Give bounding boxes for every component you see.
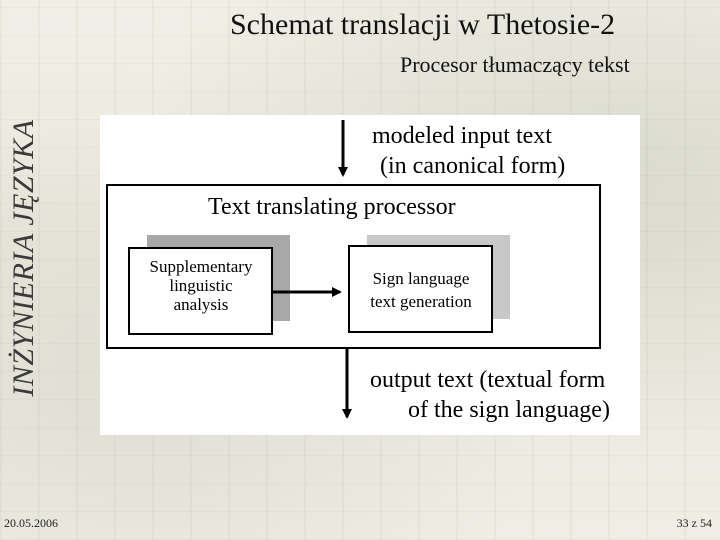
footer-date: 20.05.2006	[4, 516, 58, 530]
sign-label-line2: text generation	[370, 292, 472, 311]
diagram-graphics	[106, 120, 601, 419]
slide-title: Schemat translacji w Thetosie-2	[230, 8, 616, 41]
supp-label-line1: Supplementary	[149, 257, 253, 276]
output-label-line2: of the sign language)	[408, 397, 610, 423]
page-number: 33 z 54	[676, 516, 712, 530]
output-label-line1: output text (textual form	[370, 367, 606, 393]
translation-diagram: modeled input text (in canonical form) T…	[100, 115, 640, 435]
output-label: output text (textual form of the sign la…	[370, 365, 610, 425]
sign-label-line1: Sign language	[372, 269, 470, 288]
slide-subtitle: Procesor tłumaczący tekst	[400, 52, 630, 77]
supp-label-line3: analysis	[173, 295, 229, 314]
input-label: modeled input text (in canonical form)	[372, 121, 565, 181]
side-label: INŻYNIERIA JĘZYKA	[4, 18, 44, 498]
input-label-line2: (in canonical form)	[380, 153, 566, 179]
supp-label: Supplementary linguistic analysis	[130, 257, 272, 314]
supp-label-line2: linguistic	[169, 276, 233, 295]
sign-label: Sign language text generation	[350, 267, 492, 313]
processor-label: Text translating processor	[208, 194, 456, 220]
input-label-line1: modeled input text	[372, 123, 552, 149]
side-label-text: INŻYNIERIA JĘZYKA	[7, 119, 40, 397]
supp-box	[128, 247, 273, 335]
sign-box	[348, 245, 493, 333]
